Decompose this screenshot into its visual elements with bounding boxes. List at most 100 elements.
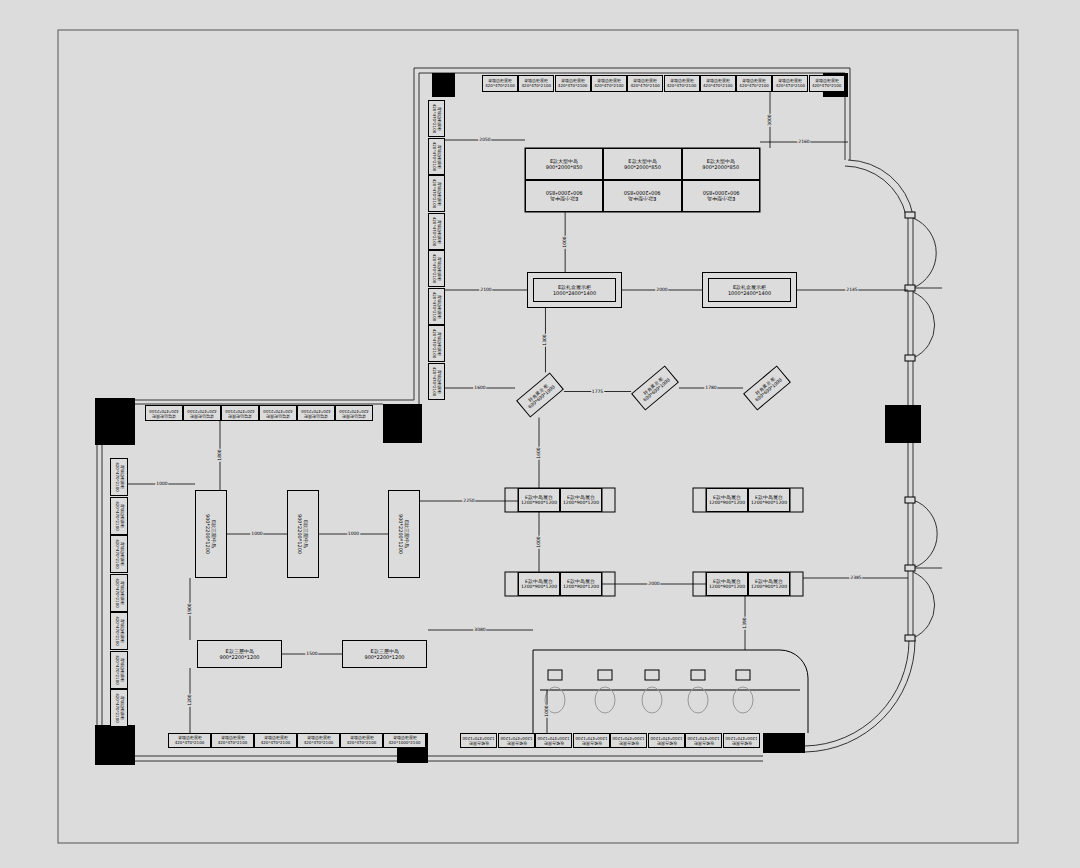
fixture-name: 收银台展柜 (619, 741, 639, 746)
wall-cabinet: 背墙边柜展柜420*470*2100 (428, 288, 445, 325)
fixture-size: 900*2200*1200 (398, 514, 404, 554)
walls (97, 68, 942, 761)
wall-cabinet: 收银台展柜1200*470*1200 (535, 733, 572, 748)
text-holder: 背墙边柜展柜420*470*2100 (429, 101, 444, 136)
fixture-size: 420*470*2100 (522, 84, 551, 89)
fixture-name: 收银台展柜 (544, 741, 564, 746)
wall-cabinet: 背墙边柜展柜420*470*2100 (221, 405, 259, 421)
wall-cabinet: 收银台展柜1200*470*1200 (723, 733, 760, 748)
fixture-name: 背墙边柜展柜 (152, 413, 176, 418)
fixture-name: E款中岛展台 (525, 579, 553, 584)
fixture-size: 420*470*2100 (485, 84, 514, 89)
fixture-size: 420*470*2100 (114, 655, 119, 684)
wall-cabinet: 收银台展柜1200*470*1200 (648, 733, 685, 748)
island-cell: E款中岛展台1200*900*1200 (518, 488, 560, 512)
fixture-size: 420*470*2100 (776, 84, 805, 89)
text-holder: E款中岛展台1200*900*1200 (749, 489, 789, 511)
fixture-name: 背墙边柜展柜 (119, 658, 124, 682)
text-holder: 背墙边柜展柜420*470*2100 (111, 652, 127, 688)
angled-showcase: 转角展示柜600*600*1000 (631, 365, 679, 410)
fixture-size: 1200*900*1200 (563, 500, 599, 505)
text-holder: 背墙边柜展柜420*470*2100 (429, 289, 444, 324)
fixture-name: E款小型中岛 (550, 196, 578, 202)
fixture-name: E款大型中岛 (707, 158, 735, 164)
fixture-name: 背墙边柜展柜 (119, 581, 124, 605)
fixture-size: 900*2000*850 (624, 164, 661, 170)
fixture-size: 420*470*2100 (432, 291, 437, 320)
island-cell: E款大型中岛900*2000*850 (525, 148, 603, 180)
door-frames (905, 212, 915, 641)
island-cell: E款小型中岛900*2000*850 (682, 180, 760, 212)
fixture-size: 420*470*2100 (304, 741, 333, 746)
wall-cabinet: 背墙边柜展柜420*470*2100 (110, 497, 128, 535)
fixture-size: 420*470*2100 (114, 616, 119, 645)
pillars (95, 73, 921, 765)
fixture-size: 900*2200*1200 (220, 654, 260, 660)
fixture-name: E款中岛展台 (525, 495, 553, 500)
text-holder: 收银台展柜1200*470*1200 (574, 734, 609, 747)
fixture-size: 1200*470*1200 (500, 736, 532, 741)
fixture-size: 900*2000*850 (702, 164, 739, 170)
island-cell: E款小型中岛900*2000*850 (525, 180, 603, 212)
island-cell: E款大型中岛900*2000*850 (603, 148, 681, 180)
fixture-size: 1000*2400*1400 (553, 290, 596, 296)
fixture-size: 1200*470*1200 (650, 736, 682, 741)
fixture-size: 1200*900*1200 (521, 584, 557, 589)
text-holder: 背墙边柜展柜420*470*2100 (111, 575, 127, 611)
dimension-value: 2385 (849, 576, 862, 581)
text-holder: 背墙边柜展柜420*470*2100 (111, 536, 127, 572)
fixture-name: E款中岛展台 (755, 495, 783, 500)
fixture-size: 900*2000*850 (546, 164, 583, 170)
fixture-size: 1200*900*1200 (751, 500, 787, 505)
fixture-name: 背墙边柜展柜 (437, 332, 442, 356)
fixture-name: 背墙边柜展柜 (119, 619, 124, 643)
text-holder: 背墙边柜展柜420*1000*2100 (384, 734, 425, 747)
fixture-name: 收银台展柜 (694, 741, 714, 746)
fixture-size: 1200*470*1200 (463, 736, 495, 741)
text-holder: 背墙边柜展柜420*470*2100 (773, 76, 807, 91)
island-cell: E款三层中岛900*2200*1200 (287, 490, 319, 578)
angled-showcase: 转角展示柜600*600*1000 (743, 365, 791, 410)
fixture-size: 420*470*2100 (347, 741, 376, 746)
wall-cabinet: 背墙边柜展柜420*470*2100 (428, 175, 445, 212)
island-outlines (505, 148, 803, 596)
fixture-size: 420*470*2100 (667, 84, 696, 89)
wall-cabinet: 背墙边柜展柜420*470*2100 (110, 651, 128, 689)
text-holder: E款三层中岛900*2200*1200 (196, 491, 226, 577)
text-holder: 背墙边柜展柜420*470*2100 (298, 734, 339, 747)
text-holder: E款大型中岛900*2000*850 (683, 149, 759, 179)
text-holder: 收银台展柜1200*470*1200 (686, 734, 721, 747)
fixture-size: 900*2200*1200 (365, 654, 405, 660)
fixture-size: 420*470*2100 (432, 141, 437, 170)
dimension-value: 1200 (188, 693, 193, 706)
fixture-size: 420*470*2100 (261, 741, 290, 746)
text-holder: E款大型中岛900*2000*850 (526, 149, 602, 179)
fixture-size: 1200*470*1200 (613, 736, 645, 741)
wall-cabinet: 背墙边柜展柜420*470*2100 (110, 458, 128, 496)
dimension-value: 2160 (797, 140, 810, 145)
wall-cabinet: 收银台展柜1200*470*1200 (460, 733, 497, 748)
fixture-size: 900*2200*1200 (297, 514, 303, 554)
island-cell: E款大型中岛900*2000*850 (682, 148, 760, 180)
text-holder: 收银台展柜1200*470*1200 (649, 734, 684, 747)
fixture-size: 420*470*2100 (558, 84, 587, 89)
fixture-name: E款礼盒展示柜 (733, 284, 766, 290)
text-holder: 背墙边柜展柜420*470*2100 (429, 326, 444, 361)
wall-cabinet: 背墙边柜展柜420*470*2100 (428, 138, 445, 175)
dimension-value: 1000 (155, 482, 168, 487)
angled-showcase: 转角展示柜600*600*1000 (516, 372, 564, 417)
text-holder: 收银台展柜1200*470*1200 (499, 734, 534, 747)
fixture-size: 1200*900*1200 (751, 584, 787, 589)
wall-cabinet: 背墙边柜展柜420*470*2100 (110, 612, 128, 650)
text-holder: E款小型中岛900*2000*850 (604, 181, 680, 211)
text-holder: 背墙边柜展柜420*470*2100 (260, 406, 296, 420)
text-holder: 背墙边柜展柜420*470*2100 (737, 76, 771, 91)
fixture-name: E款三层中岛 (225, 648, 253, 654)
fixture-size: 420*470*2100 (432, 366, 437, 395)
text-holder: 背墙边柜展柜420*470*2100 (810, 76, 844, 91)
dimension-value: 3080 (473, 628, 486, 633)
fixture-name: 背墙边柜展柜 (119, 542, 124, 566)
text-holder: 背墙边柜展柜420*470*2100 (556, 76, 590, 91)
fixture-size: 420*470*2100 (594, 84, 623, 89)
